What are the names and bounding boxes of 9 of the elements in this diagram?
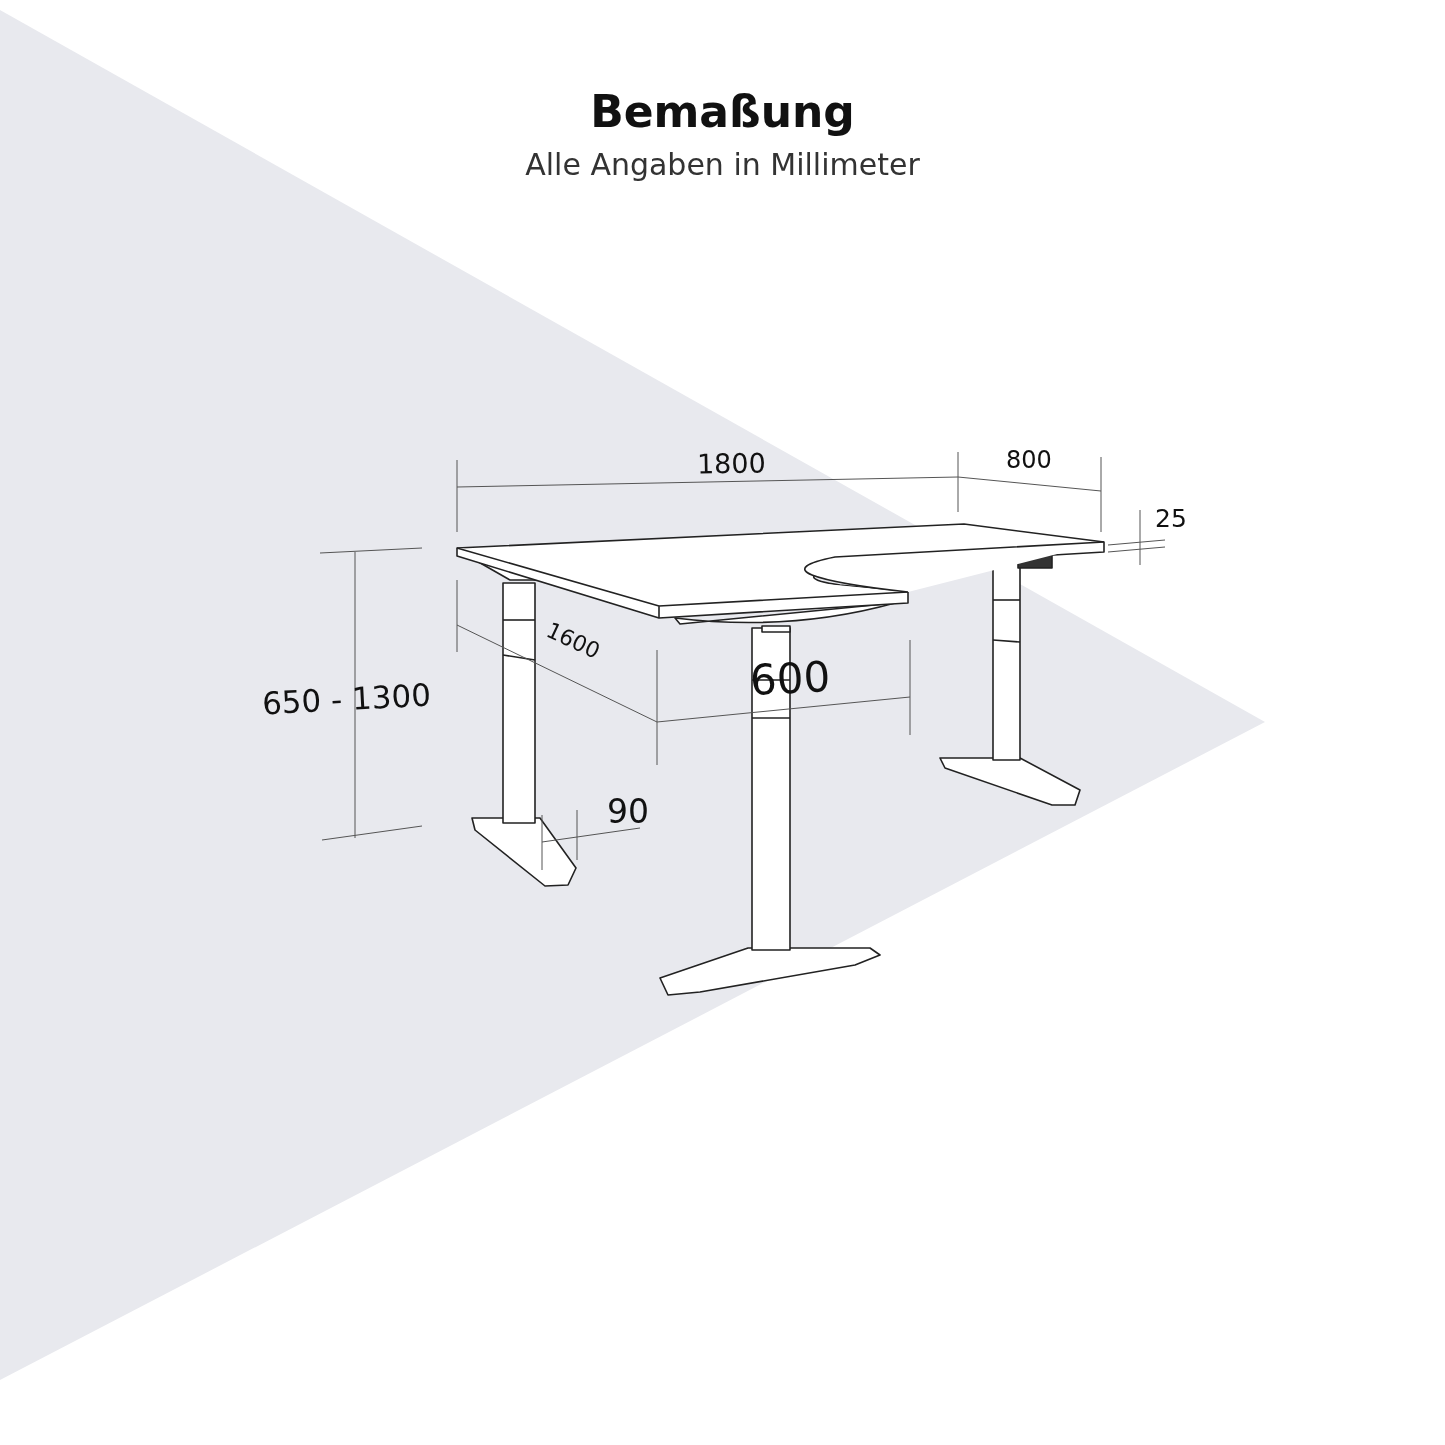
dimension-label: 600 (748, 655, 832, 703)
dimension-label: 90 (607, 795, 649, 828)
dimension-label: 1800 (696, 449, 766, 478)
title: Bemaßung (589, 90, 856, 134)
dimension-label: 650 - 1300 (261, 679, 432, 720)
subtitle: Alle Angaben in Millimeter (524, 150, 921, 180)
dimension-label: 800 (1006, 448, 1052, 472)
dimension-label: 1600 (542, 619, 604, 663)
dimension-label: 25 (1155, 506, 1187, 531)
